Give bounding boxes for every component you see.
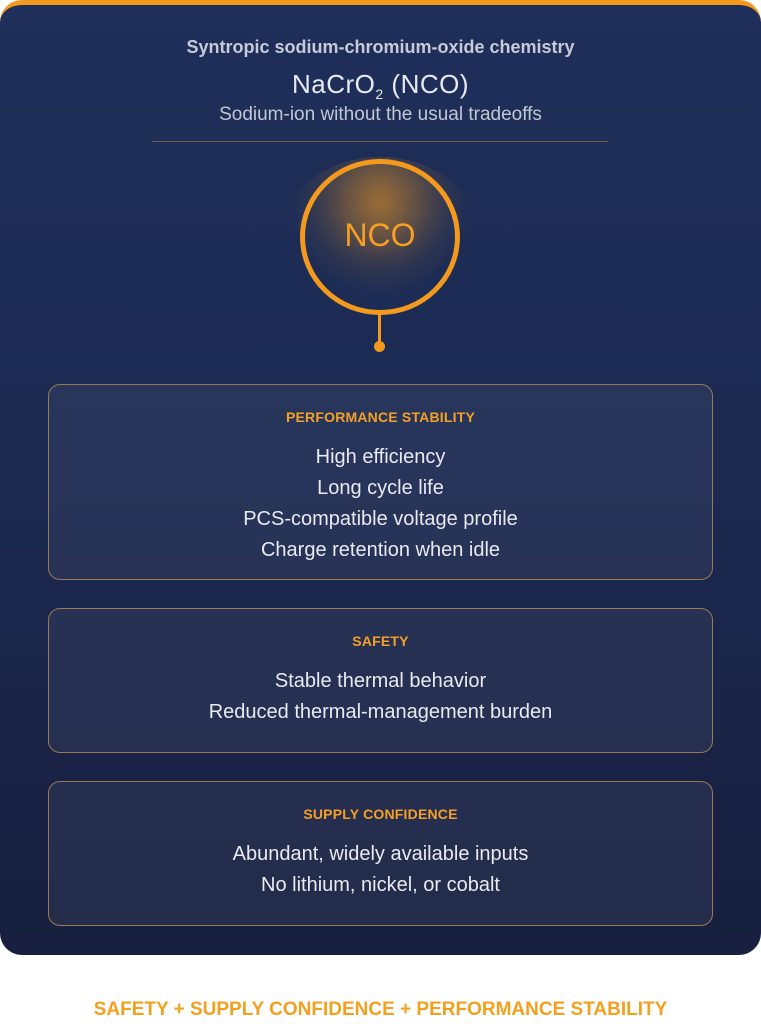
panel-item: Abundant, widely available inputs — [232, 843, 529, 865]
formula-subscript: 2 — [375, 86, 384, 103]
supply-confidence-panel: SUPPLY CONFIDENCE Abundant, widely avail… — [48, 781, 713, 926]
chemical-formula: NaCrO2 (NCO) — [0, 69, 761, 102]
formula-prefix: NaCrO — [291, 69, 376, 99]
tagline: Sodium-ion without the usual tradeoffs — [219, 104, 542, 125]
formula-suffix: (NCO) — [383, 69, 470, 99]
panel-title: SAFETY — [352, 633, 409, 649]
panel-item: Stable thermal behavior — [274, 670, 487, 692]
performance-stability-panel: PERFORMANCE STABILITY High efficiency Lo… — [48, 384, 713, 580]
header-divider — [152, 141, 608, 142]
nco-badge-label: NCO — [344, 217, 416, 253]
panel-item: Long cycle life — [317, 477, 444, 499]
footer-summary: SAFETY + SUPPLY CONFIDENCE + PERFORMANCE… — [93, 999, 668, 1020]
safety-panel: SAFETY Stable thermal behavior Reduced t… — [48, 608, 713, 753]
connector-stem — [378, 314, 381, 344]
chemistry-subtitle: Syntropic sodium-chromium-oxide chemistr… — [186, 37, 575, 57]
infographic-card: Syntropic sodium-chromium-oxide chemistr… — [0, 0, 761, 955]
panel-item: Charge retention when idle — [260, 539, 501, 561]
connector-dot — [374, 341, 385, 352]
panel-title: PERFORMANCE STABILITY — [285, 409, 476, 425]
panel-item: No lithium, nickel, or cobalt — [261, 874, 500, 896]
panel-title: SUPPLY CONFIDENCE — [303, 806, 458, 822]
panel-item: High efficiency — [315, 446, 446, 468]
panel-item: Reduced thermal-management burden — [208, 701, 553, 723]
panel-item: PCS-compatible voltage profile — [243, 508, 518, 530]
nco-ring-icon — [300, 159, 460, 315]
